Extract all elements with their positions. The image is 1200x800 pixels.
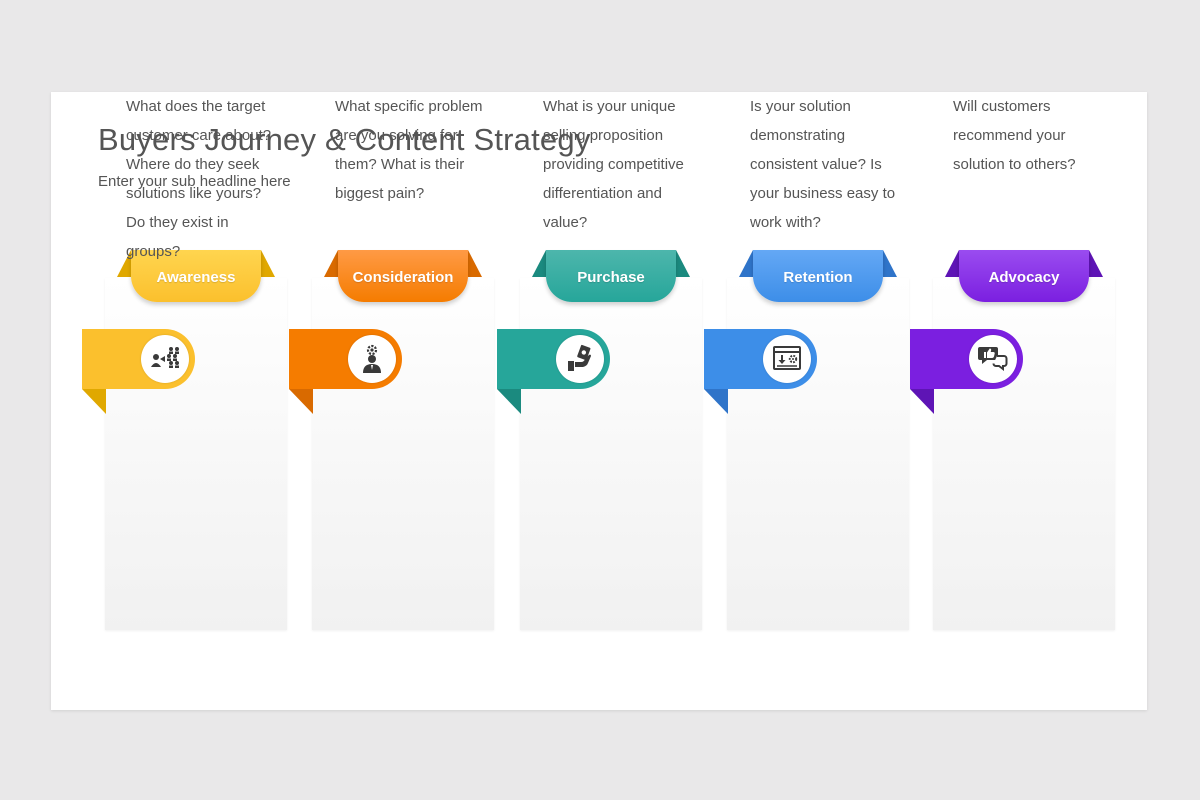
stage-label: Advocacy xyxy=(988,269,1060,286)
band-fold xyxy=(497,389,521,414)
tab-ear-left xyxy=(324,250,338,277)
tab-ear-right xyxy=(1089,250,1103,277)
tab-ear-right xyxy=(261,250,275,277)
stage-description: Will customers recommend your solution t… xyxy=(953,98,1076,173)
tab-ear-right xyxy=(468,250,482,277)
slide: Buyers Journey & Content Strategy Enter … xyxy=(51,92,1147,710)
page-subtitle: Enter your sub headline here xyxy=(98,173,291,190)
tab-ear-left xyxy=(117,250,131,277)
payment-hand-icon xyxy=(556,335,604,383)
band-fold xyxy=(704,389,728,414)
stage-description: What specific problem are you solving fo… xyxy=(335,98,483,202)
audience-icon xyxy=(141,335,189,383)
stage-description: Is your solution demonstrating consisten… xyxy=(750,98,896,231)
stage-tab: Retention xyxy=(753,250,883,302)
thumbs-up-chat-icon xyxy=(969,335,1017,383)
stage-tab: Awareness xyxy=(131,250,261,302)
tab-ear-left xyxy=(945,250,959,277)
stage-description: What is your unique selling proposition … xyxy=(543,98,684,231)
stage-description: What does the target customer care about… xyxy=(126,98,272,260)
stage-tab: Advocacy xyxy=(959,250,1089,302)
tab-ear-right xyxy=(883,250,897,277)
tab-ear-right xyxy=(676,250,690,277)
page-title: Buyers Journey & Content Strategy xyxy=(98,122,591,157)
band-fold xyxy=(910,389,934,414)
stage-tab: Consideration xyxy=(338,250,468,302)
stage-label: Consideration xyxy=(352,269,454,286)
stage-label: Retention xyxy=(783,269,853,286)
band-fold xyxy=(82,389,106,414)
stage-label: Purchase xyxy=(577,269,645,286)
tab-ear-left xyxy=(532,250,546,277)
thinking-person-icon xyxy=(348,335,396,383)
stage-tab: Purchase xyxy=(546,250,676,302)
tab-ear-left xyxy=(739,250,753,277)
band-fold xyxy=(289,389,313,414)
stage-label: Awareness xyxy=(156,269,236,286)
download-settings-icon xyxy=(763,335,811,383)
